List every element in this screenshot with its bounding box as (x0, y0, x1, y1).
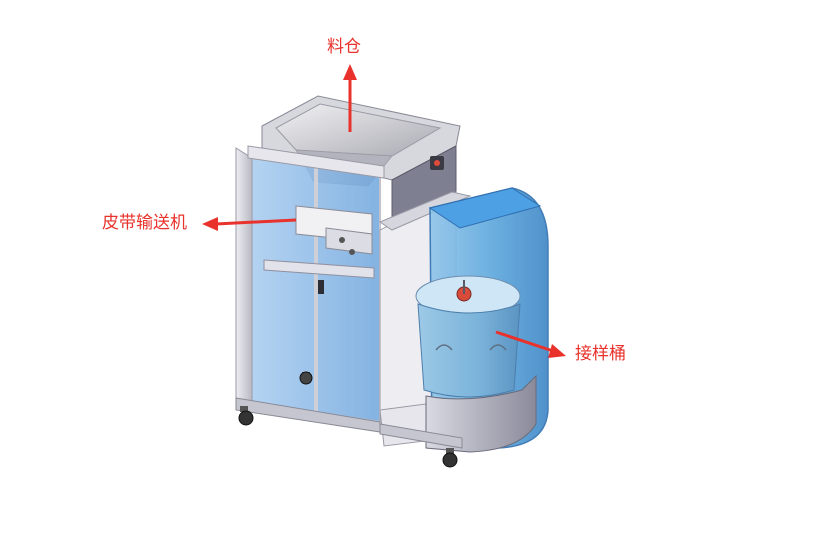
base-frame (235, 371, 463, 468)
arrow-belt (202, 217, 297, 231)
label-belt-conveyor: 皮带输送机 (102, 213, 187, 233)
belt-conveyor (295, 205, 373, 255)
label-sample-bucket: 接样桶 (575, 344, 626, 364)
caster-wheel (442, 448, 458, 468)
caster-wheel (238, 406, 254, 426)
sample-drum (415, 187, 549, 453)
glass-cabinet (235, 145, 385, 424)
caster-wheel (299, 371, 313, 385)
arrow-hopper (343, 64, 357, 132)
arrow-bucket (495, 330, 566, 358)
callout-arrows (202, 64, 566, 358)
label-hopper: 料仓 (327, 37, 361, 57)
